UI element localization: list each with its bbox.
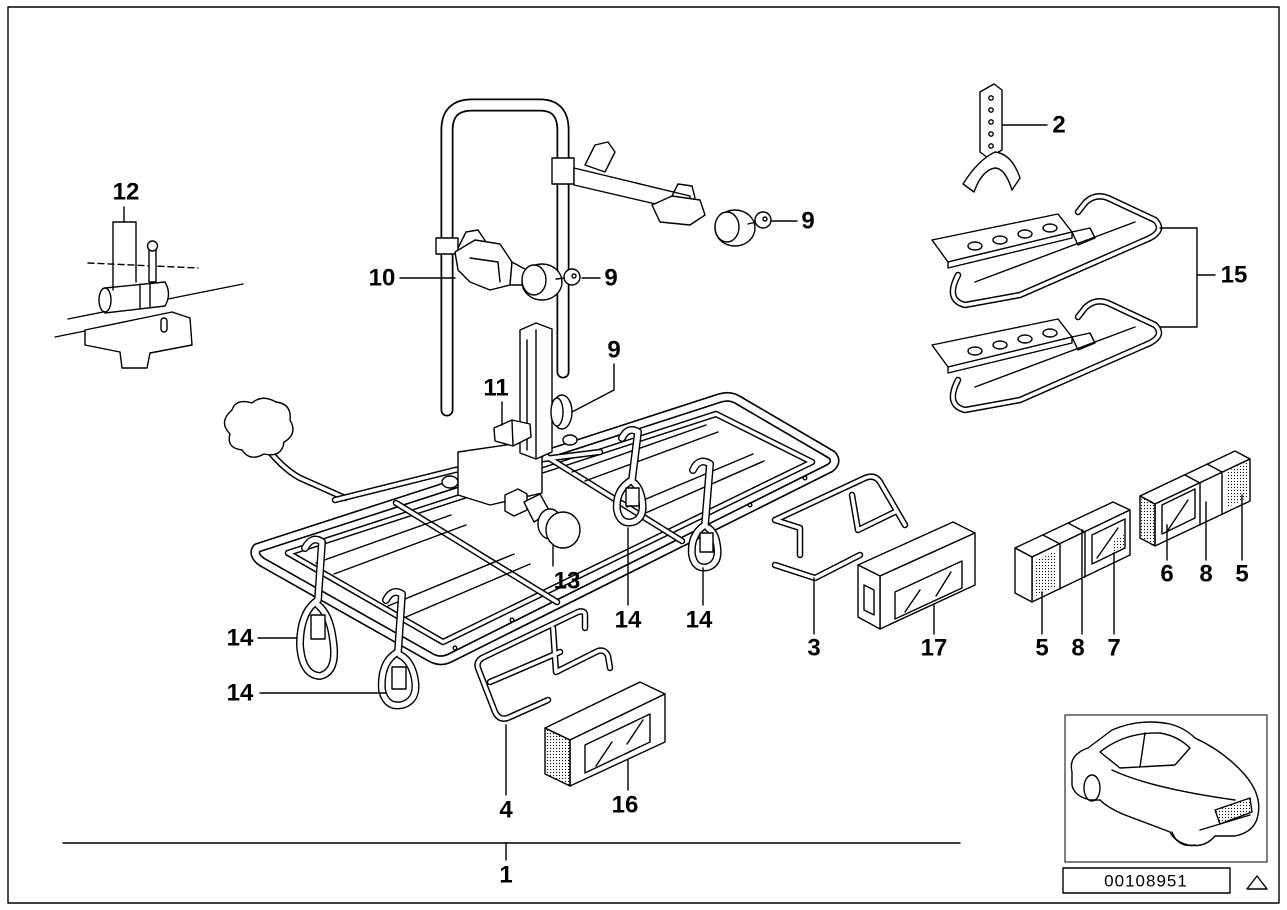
strap-buckle [310,614,326,640]
tie-down-straps [296,426,722,710]
detail-clamp-sleeve [54,240,244,369]
callout-label: 10 [369,265,396,292]
vehicle-inset [1064,714,1268,863]
callout-label: 5 [1035,635,1048,662]
strap-buckle [391,666,407,690]
callout-label: 17 [921,635,948,662]
leader-lines [62,124,1243,861]
callout-label: 7 [1107,635,1120,662]
collar [435,237,459,255]
leader-line [571,363,615,413]
callout-label: 13 [554,568,581,595]
strap-buckle [699,532,714,553]
callout-label: 9 [604,265,617,292]
diagram-border [7,6,1280,904]
triangle-icon [1246,875,1268,890]
car-body [1070,721,1260,847]
callout-label: 5 [1235,561,1248,588]
leader-line [112,221,137,291]
callout-labels: 12 10 9 9 9 11 2 15 13 14 14 14 14 3 17 … [113,112,1249,889]
center-mount [441,322,581,549]
callout-label: 9 [801,208,814,235]
callout-label: 14 [686,607,713,634]
lamp-cluster-right [1139,450,1251,547]
post-pin [148,249,157,283]
lamp-lens [894,560,963,620]
wheel-channels [315,424,765,618]
callout-label: 16 [612,792,639,819]
tail-lamp-right [857,521,976,630]
callout-label: 2 [1052,112,1065,139]
callout-label: 14 [227,625,254,652]
wheel-tray-lower [931,298,1163,414]
lamp-lens [1161,488,1196,535]
coupling-head [223,397,349,502]
callout-label: 11 [483,375,508,402]
reference-number: 00108951 [1104,872,1188,891]
collar [551,157,575,185]
callout-label: 6 [1160,561,1173,588]
bike-holder [435,98,772,417]
callout-label: 8 [1071,635,1084,662]
callout-label: 3 [807,635,820,662]
reference-box [1062,867,1231,894]
wheel-tray-upper [931,193,1163,309]
wheel-holder-strap [962,83,1021,193]
slot [160,317,168,333]
car-windows [1099,732,1191,769]
callout-label: 9 [607,337,620,364]
callout-label: 4 [499,797,513,824]
car-wheel [1083,774,1101,802]
frame-holes [452,475,808,651]
tail-lamp-left [544,681,666,787]
lower-clamp [454,239,513,291]
callout-label: 12 [113,179,140,206]
inset-frame [1064,714,1268,863]
strap-buckle [625,487,640,507]
callout-label: 15 [1221,262,1248,289]
lamp-bracket-right [771,473,909,582]
callout-label: 14 [615,607,642,634]
coupling-outline [223,397,294,458]
release-knob [545,511,581,549]
bracket-plate [84,311,193,369]
car-rear-lamp [1214,797,1253,825]
carrier-frame [250,391,840,666]
leader-line [1159,227,1198,328]
lamp-bracket-left [474,608,614,722]
callout-label: 1 [499,862,512,889]
callout-label: 14 [227,680,254,707]
callout-label: 8 [1199,561,1212,588]
lamp-cluster-middle [1014,501,1131,603]
